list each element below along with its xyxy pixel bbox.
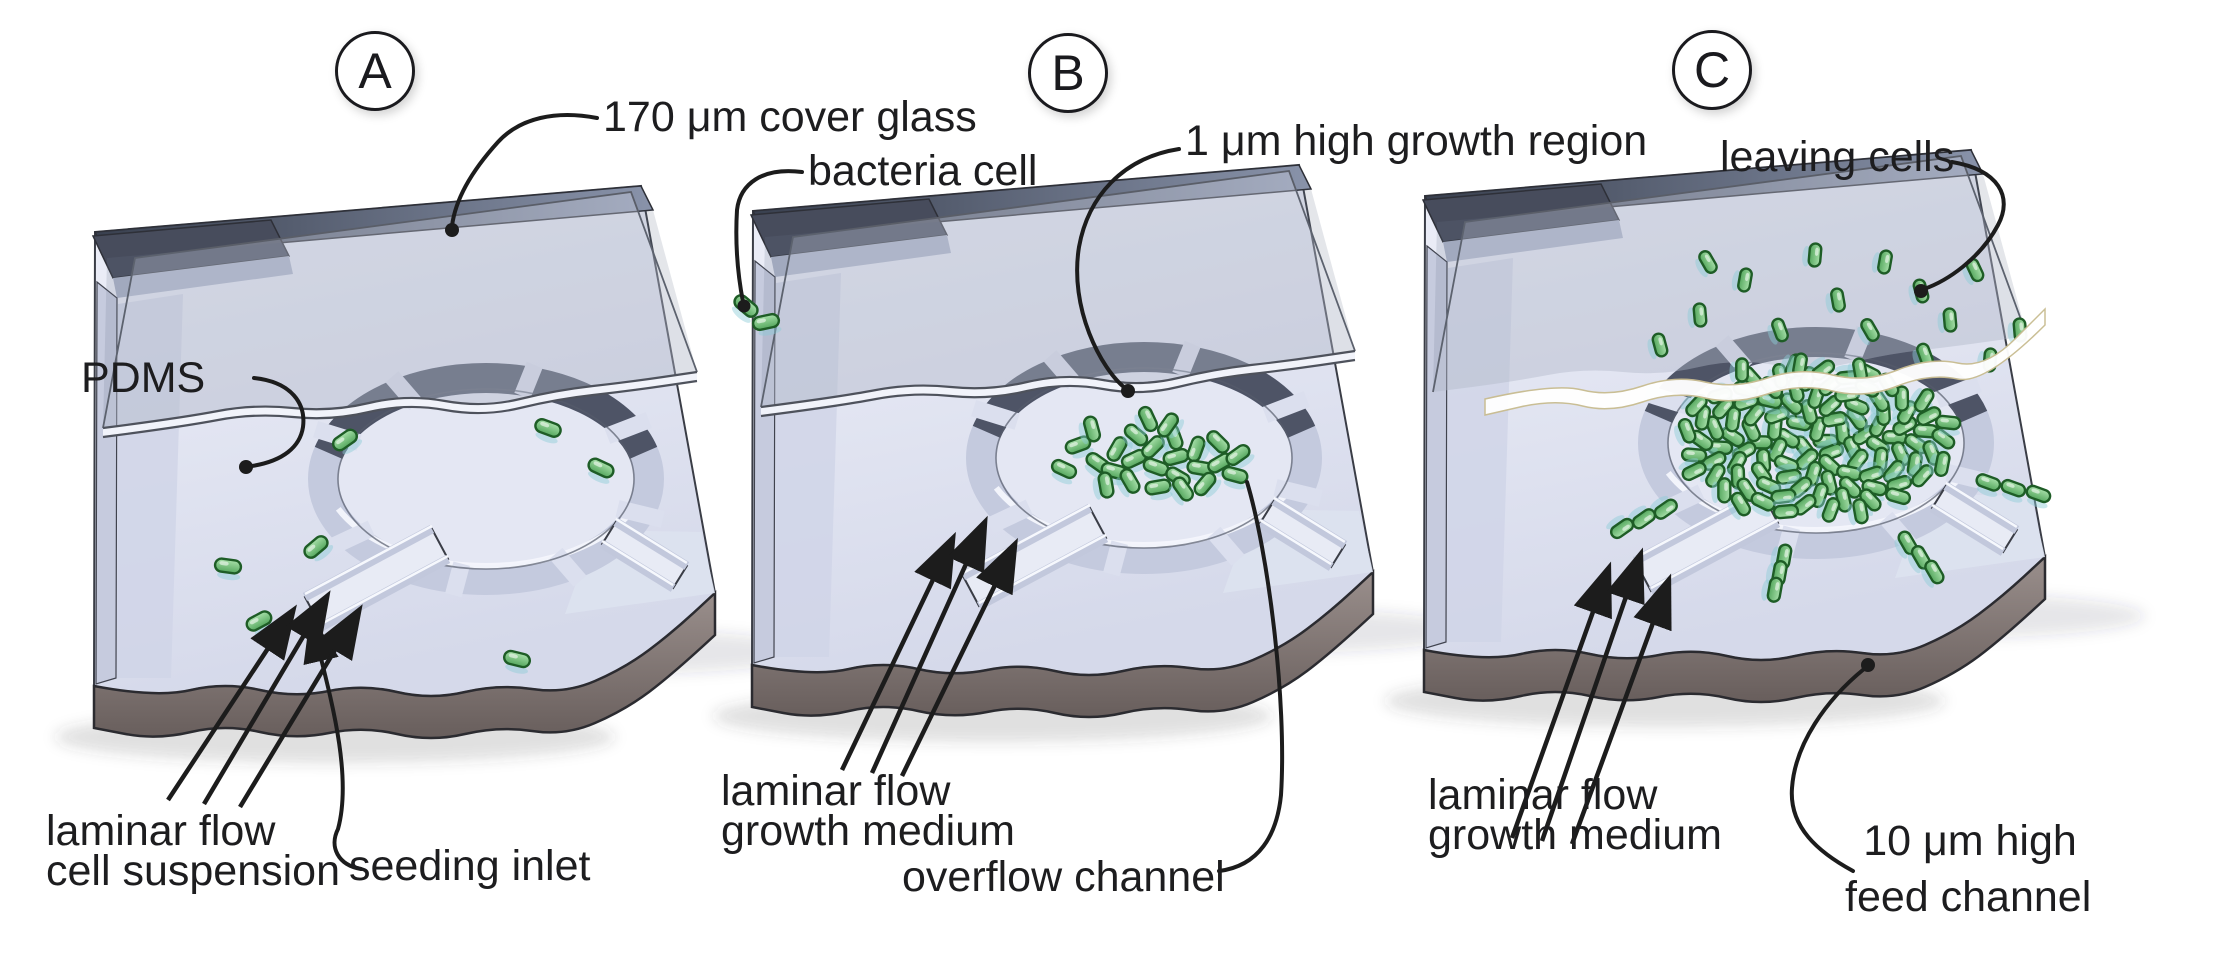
panel-label-a: A	[335, 31, 415, 111]
flow-arrow	[1509, 561, 1612, 839]
label-pdms: PDMS	[81, 354, 206, 402]
chip-panel-a	[55, 184, 815, 763]
panel-letter-b: B	[1051, 45, 1085, 101]
leader-dots	[239, 223, 1928, 672]
bacteria-cell-leader	[734, 169, 804, 304]
chip-illustrations	[55, 148, 2145, 763]
chip-panel-c	[1385, 148, 2145, 727]
panel-label-b: B	[1028, 33, 1108, 113]
label-cover-glass: 170 μm cover glass	[603, 93, 977, 141]
label-laminar-b-2: growth medium	[721, 807, 1015, 855]
pdms-leader	[250, 376, 306, 468]
label-bacteria-cell: bacteria cell	[808, 147, 1038, 195]
panel-label-c: C	[1672, 30, 1752, 110]
bacteria-cell-dot	[737, 299, 751, 313]
label-laminar-c-1: laminar flow	[1428, 771, 1658, 819]
annotation-lines	[250, 113, 2006, 873]
pdms-dot	[239, 460, 253, 474]
label-growth-region: 1 μm high growth region	[1185, 117, 1648, 165]
flow-arrow	[238, 604, 363, 809]
label-feed-channel-2: feed channel	[1845, 873, 2092, 921]
panel-letter-a: A	[358, 43, 392, 99]
growth-region-leader	[1075, 147, 1181, 390]
flow-arrow	[899, 537, 1018, 777]
growth-region-dot	[1121, 384, 1135, 398]
label-overflow-channel: overflow channel	[902, 853, 1225, 901]
flow-arrow	[166, 604, 297, 802]
flow-arrow	[869, 515, 988, 774]
label-leaving-cells: leaving cells	[1720, 133, 1955, 181]
label-laminar-b-1: laminar flow	[721, 767, 951, 815]
cover-glass-leader	[450, 113, 599, 228]
panel-letter-c: C	[1693, 42, 1731, 98]
flow-arrow	[1539, 547, 1645, 842]
cover-glass-dot	[445, 223, 459, 237]
label-laminar-c-2: growth medium	[1428, 811, 1722, 859]
feed-channel-leader	[1789, 667, 1866, 873]
flow-arrow	[839, 531, 956, 771]
label-seeding-inlet: seeding inlet	[349, 842, 591, 890]
label-laminar-a-2: cell suspension	[46, 847, 341, 895]
overflow-channel-leader	[1217, 480, 1285, 873]
leaving-cells-dot	[1914, 284, 1928, 298]
chip-panel-b	[713, 163, 1473, 742]
flow-arrows	[166, 515, 1672, 845]
flow-arrow	[202, 590, 331, 806]
label-feed-channel-1: 10 μm high	[1863, 817, 2077, 865]
leaving-cells-leader	[1922, 160, 2006, 291]
flow-arrow	[1569, 573, 1672, 845]
feed-channel-dot	[1861, 658, 1875, 672]
label-laminar-a-1: laminar flow	[46, 807, 276, 855]
